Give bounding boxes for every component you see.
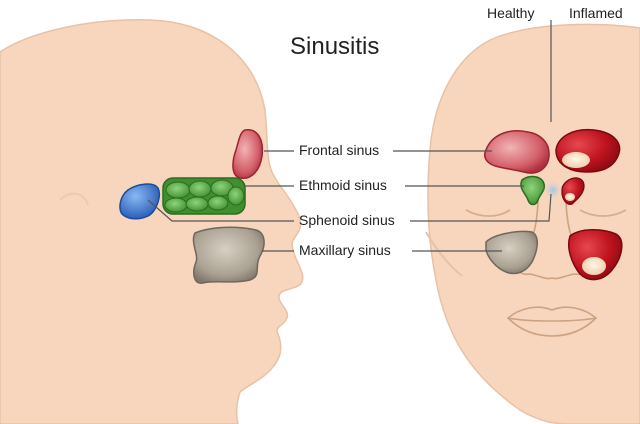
- sphenoid-leader-right: [410, 193, 552, 222]
- header-healthy: Healthy: [487, 5, 535, 21]
- profile-ear-shadow: [59, 192, 89, 206]
- ethmoid-sinus-profile: [162, 177, 246, 215]
- frontal-sinus-profile: [232, 129, 264, 179]
- profile-head: [0, 19, 304, 424]
- maxillary-sinus-inflamed: [568, 229, 623, 281]
- label-frontal-sinus: Frontal sinus: [299, 142, 380, 158]
- sphenoid-leader-left: [147, 199, 294, 222]
- right-eye: [579, 209, 627, 217]
- maxillary-sinus-profile: [192, 226, 265, 284]
- sphenoid-sinus-front: [543, 179, 563, 201]
- label-ethmoid-sinus: Ethmoid sinus: [299, 177, 387, 193]
- left-eye: [465, 209, 511, 217]
- leader-lines: [147, 150, 552, 252]
- ethmoid-sinus-inflamed: [561, 177, 585, 205]
- label-sphenoid-sinus: Sphenoid sinus: [299, 212, 395, 228]
- frontal-sinus-healthy: [483, 130, 550, 174]
- front-face-silhouette: [427, 23, 640, 424]
- left-cheek-line: [425, 231, 463, 277]
- lips: [506, 306, 598, 337]
- profile-head-silhouette: [0, 19, 304, 424]
- ethmoid-sinus-healthy: [520, 175, 546, 206]
- diagram-title: Sinusitis: [290, 33, 380, 60]
- label-maxillary-sinus: Maxillary sinus: [299, 242, 391, 258]
- maxillary-sinus-healthy: [485, 230, 538, 275]
- frontal-sinus-inflamed: [555, 128, 621, 173]
- front-face: [425, 20, 640, 424]
- sphenoid-sinus-profile: [119, 183, 160, 220]
- header-inflamed: Inflamed: [569, 5, 623, 21]
